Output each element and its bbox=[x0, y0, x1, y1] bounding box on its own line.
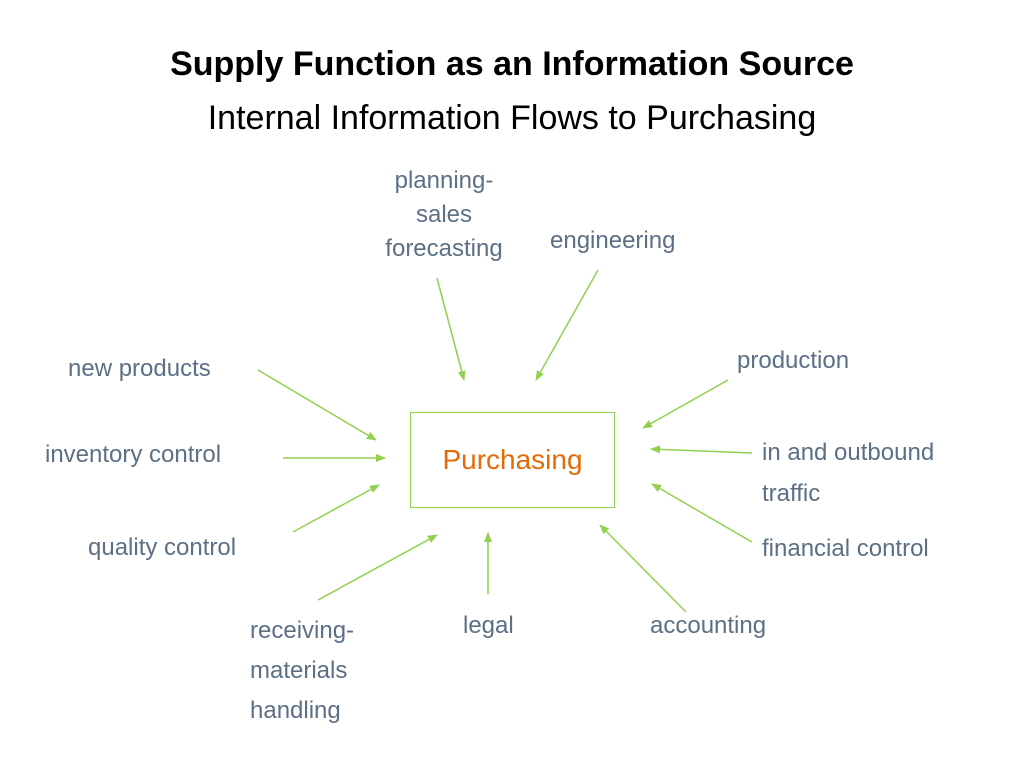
source-production: production bbox=[737, 347, 850, 374]
arrow-production bbox=[642, 379, 729, 429]
arrow-receiving bbox=[317, 534, 438, 601]
arrow-planning bbox=[436, 277, 466, 381]
source-quality-control: quality control bbox=[88, 534, 237, 561]
source-financial-control: financial control bbox=[762, 535, 929, 562]
source-legal: legal bbox=[463, 612, 514, 639]
arrow-accounting bbox=[599, 524, 687, 613]
slide-subtitle: Internal Information Flows to Purchasing bbox=[207, 99, 817, 137]
arrow-quality-control bbox=[292, 484, 380, 533]
arrow-inbound-traffic bbox=[650, 445, 753, 454]
slide-title: Supply Function as an Information Source bbox=[170, 45, 854, 83]
source-new-products: new products bbox=[68, 355, 211, 382]
source-receiving-materials-handling: receiving- materials handling bbox=[250, 617, 355, 724]
source-engineering: engineering bbox=[550, 227, 676, 254]
source-inventory-control: inventory control bbox=[45, 441, 222, 468]
purchasing-label: Purchasing bbox=[442, 444, 583, 475]
arrow-financial-control bbox=[651, 483, 753, 543]
source-in-and-outbound-traffic: in and outbound traffic bbox=[762, 439, 935, 507]
arrow-engineering bbox=[535, 269, 599, 381]
arrow-new-products bbox=[257, 369, 377, 441]
purchasing-box: Purchasing bbox=[410, 412, 615, 508]
source-planning-sales-forecasting: planning- sales forecasting bbox=[385, 167, 503, 262]
source-accounting: accounting bbox=[650, 612, 767, 639]
